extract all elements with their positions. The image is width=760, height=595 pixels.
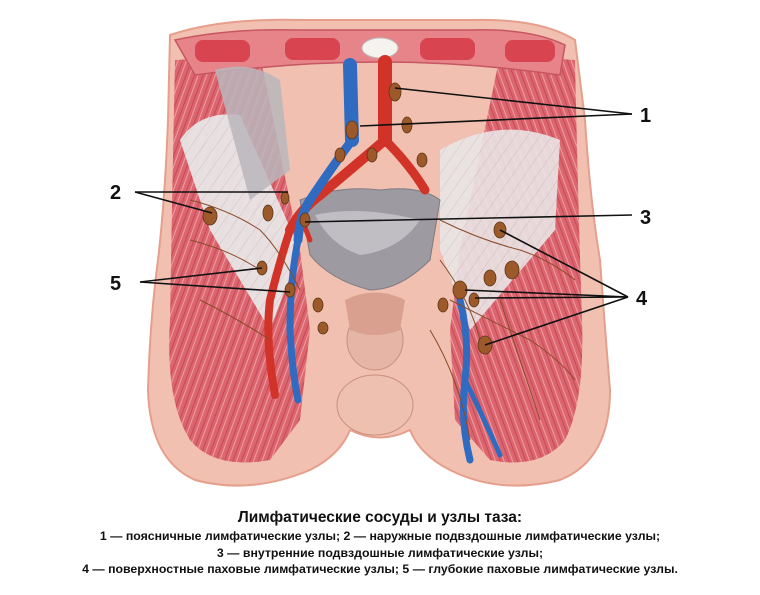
lymph-nodes (202, 82, 520, 355)
caption-line-2: 3 — внутренние подвздошные лимфатические… (216, 545, 544, 560)
figure-caption: Лимфатические сосуды и узлы таза: 1 — по… (0, 508, 760, 578)
caption-title: Лимфатические сосуды и узлы таза: (237, 509, 523, 526)
genital-region (336, 292, 414, 436)
pelvic-lymph-illustration: 1 2 3 4 5 (110, 18, 651, 487)
callout-5: 5 (110, 273, 121, 295)
lymph-vessels (189, 199, 576, 441)
cross-section-muscle-blocks (195, 37, 555, 62)
leader-lines (134, 87, 633, 346)
caption-line-1: 1 — поясничные лимфатические узлы; 2 — н… (99, 529, 661, 543)
callout-1: 1 (640, 105, 651, 127)
callout-4: 4 (636, 288, 648, 310)
caption-line-3: 4 — поверхностные паховые лимфатические … (82, 562, 678, 576)
left-fascia (180, 114, 300, 331)
upper-left-fascia-flap (215, 66, 290, 201)
callout-3: 3 (640, 207, 651, 229)
callout-2: 2 (110, 182, 121, 204)
